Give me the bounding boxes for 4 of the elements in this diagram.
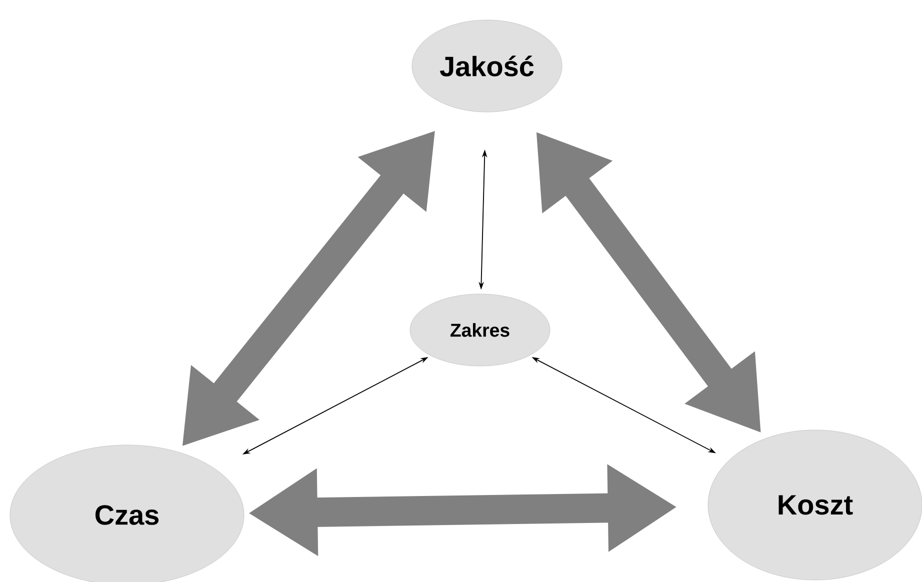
ellipse-node: Czas — [10, 444, 244, 582]
ellipse-node: Koszt — [708, 430, 922, 580]
ellipse-node: Jakość — [412, 20, 562, 112]
ellipse-node: Zakres — [410, 294, 550, 366]
